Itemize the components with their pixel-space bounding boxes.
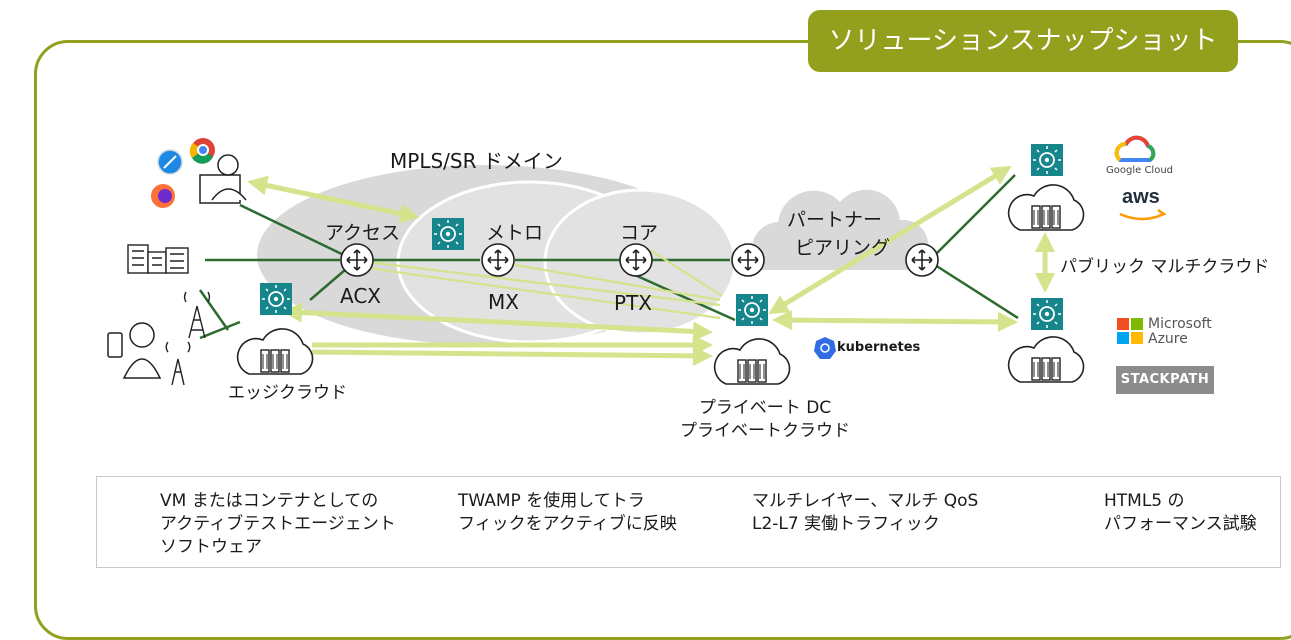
legend-agent-text: VM またはコンテナとしてのアクティブテストエージェントソフトウェア [160, 491, 396, 557]
google-cloud-text: Google Cloud [1106, 165, 1174, 176]
mpls-domain-label: MPLS/SR ドメイン [390, 149, 563, 173]
aws-text: aws [1122, 186, 1160, 208]
ptx-label: PTX [614, 291, 652, 315]
private-cloud-label: プライベートクラウド [680, 421, 850, 441]
legend-twamp-text: TWAMP を使用してトラフィックをアクティブに反映 [458, 491, 677, 534]
firefox-icon [151, 184, 175, 208]
mx-label: MX [488, 290, 519, 314]
mobile-user-icon [107, 322, 162, 379]
twamp-lines [367, 249, 723, 320]
kubernetes-logo [814, 337, 836, 359]
core-label: コア [620, 222, 659, 244]
aws-smile [1119, 208, 1167, 221]
legend-html5-text: HTML5 のパフォーマンス試験 [1104, 491, 1257, 534]
safari-icon [157, 149, 183, 175]
peering-label-1: パートナー [787, 209, 883, 231]
desktop-user-icon [199, 154, 247, 204]
buildings-icon [127, 244, 189, 274]
microsoft-text: Microsoft [1148, 316, 1212, 332]
title-tab: ソリューションスナップショット [808, 10, 1238, 72]
legend [96, 476, 1281, 568]
cell-tower-icon [165, 291, 211, 386]
edge-cloud-label: エッジクラウド [228, 383, 347, 403]
kubernetes-text: kubernetes [837, 340, 921, 355]
metro-label: メトロ [486, 222, 544, 244]
acx-label: ACX [340, 284, 381, 308]
access-label: アクセス [325, 222, 401, 244]
private-dc-label: プライベート DC [698, 398, 832, 418]
stackpath-logo: STACKPATH [1116, 366, 1214, 394]
azure-text: Azure [1148, 331, 1188, 347]
peering-label-2: ピアリング [795, 237, 891, 259]
chrome-icon [189, 138, 215, 164]
public-multicloud-label: パブリック マルチクラウド [1060, 257, 1270, 277]
microsoft-logo [1117, 318, 1143, 344]
lime-arrows [247, 165, 1055, 366]
google-cloud-logo [1114, 135, 1156, 162]
